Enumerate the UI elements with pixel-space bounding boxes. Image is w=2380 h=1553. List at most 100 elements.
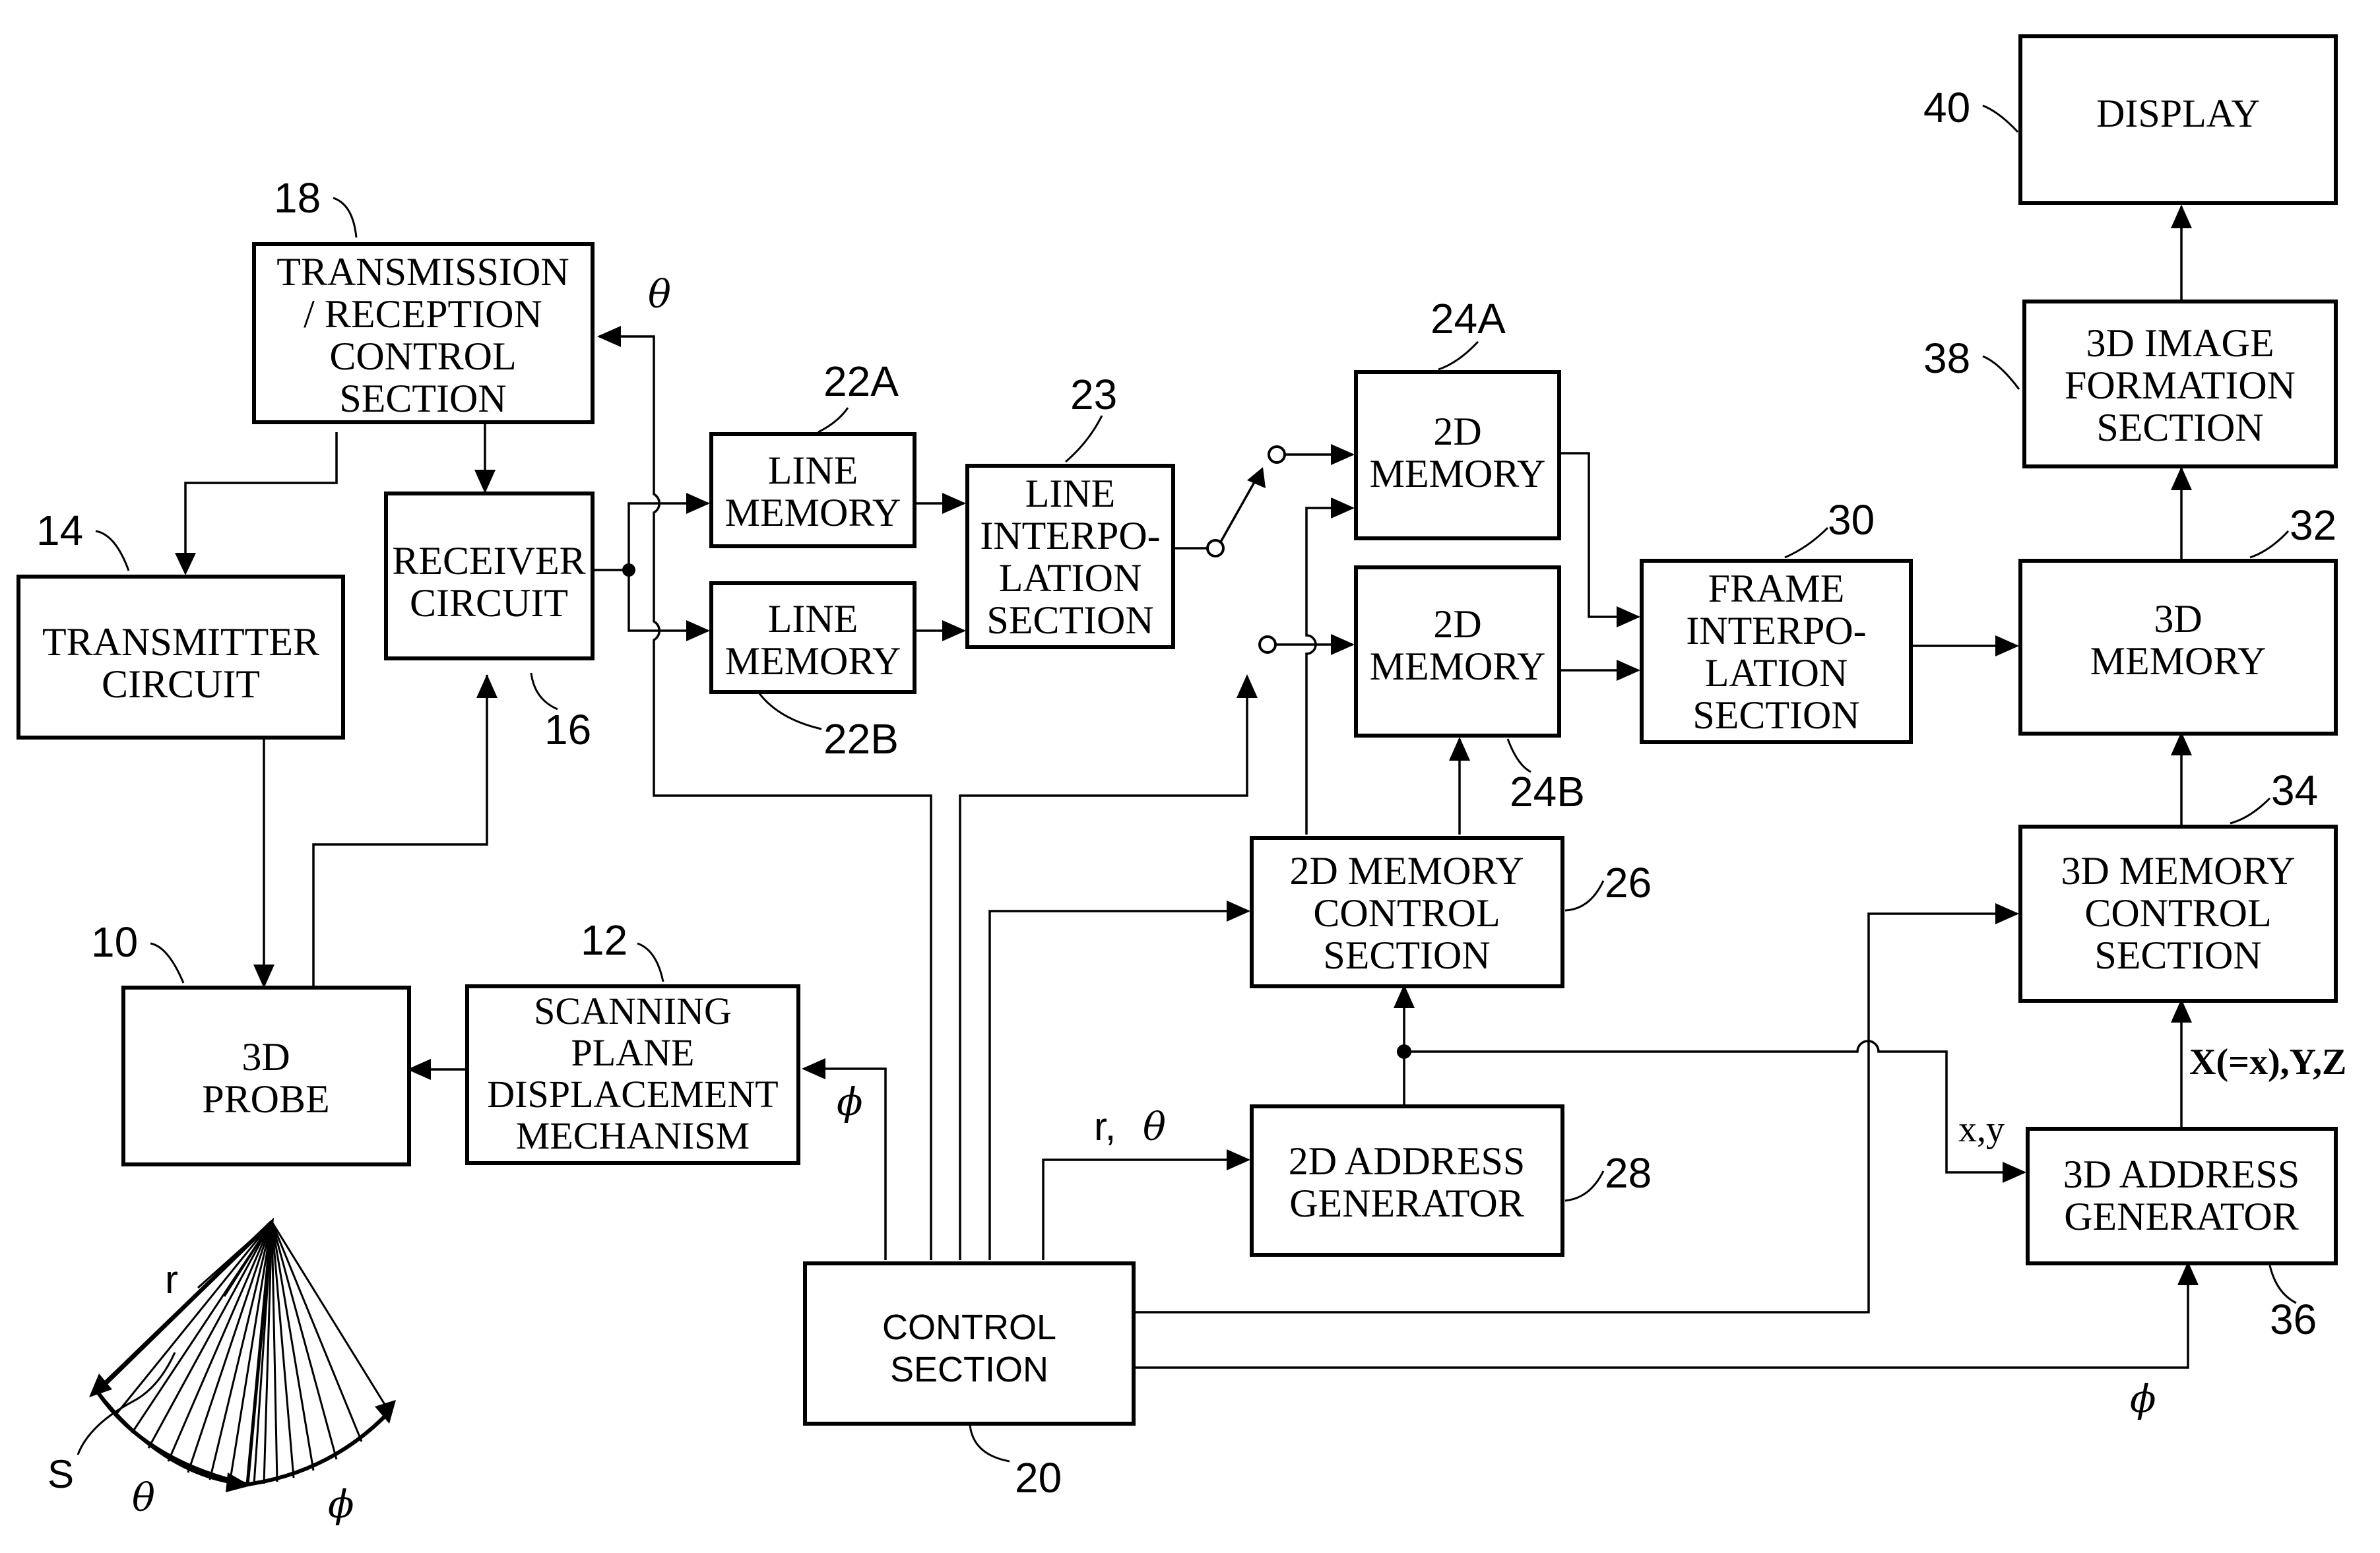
ref-display: 40 xyxy=(1923,84,1970,131)
arrow-switch-control xyxy=(1237,674,1258,698)
leader-24b xyxy=(1508,739,1531,772)
scanning-line-3: DISPLACEMENT xyxy=(487,1073,778,1116)
svg-text:FRAMEINTERPO-LATIONSECTION: FRAMEINTERPO-LATIONSECTION xyxy=(1686,567,1866,737)
arrow-line-interp-b xyxy=(942,620,966,641)
line-mem-b-line-1: LINE xyxy=(768,597,858,641)
line-mem-a-line-2: MEMORY xyxy=(725,491,901,534)
mem2d-a-line-2: MEMORY xyxy=(1370,452,1546,495)
arrow-probe xyxy=(253,965,274,988)
svg-text:DISPLAY: DISPLAY xyxy=(2096,92,2260,135)
wire-control-to-3d-addr xyxy=(1134,1263,2188,1368)
txrx-line-4: SECTION xyxy=(339,377,506,420)
leader-14 xyxy=(96,531,129,571)
mem3d-ctrl-line-2: CONTROL xyxy=(2084,891,2271,935)
block-display: DISPLAY xyxy=(2020,36,2336,203)
block-3d-mem: 3DMEMORY xyxy=(2020,561,2336,734)
inset-theta-label: θ xyxy=(132,1475,155,1520)
mem3d-line-1: 3D xyxy=(2154,597,2202,641)
ref-control: 20 xyxy=(1015,1454,1062,1502)
junction-receiver xyxy=(622,563,635,577)
signal-xy: x,y xyxy=(1958,1109,2005,1150)
addr3d-line-2: GENERATOR xyxy=(2064,1195,2299,1238)
block-receiver: RECEIVERCIRCUIT xyxy=(386,493,593,658)
signal-phi-bottom: ϕ xyxy=(2130,1376,2156,1421)
signal-theta-2d: θ xyxy=(1143,1104,1166,1149)
block-scanning: SCANNINGPLANEDISPLACEMENTMECHANISM xyxy=(467,986,798,1163)
block-txrx-control: TRANSMISSION/ RECEPTIONCONTROLSECTION xyxy=(254,244,593,422)
frame-interp-line-3: LATION xyxy=(1705,651,1848,695)
mem3d-line-2: MEMORY xyxy=(2090,639,2267,683)
switch-contact-b xyxy=(1260,637,1275,652)
arrow-line-interp-a xyxy=(942,493,966,514)
arrow-2d-mem-a-in xyxy=(1331,444,1355,465)
ref-txrx-control: 18 xyxy=(274,174,321,222)
line-interp-line-2: INTERPO- xyxy=(980,514,1160,557)
wire-control-to-2d-mem-ctrl xyxy=(990,911,1248,1260)
leader-32 xyxy=(2250,531,2288,557)
ref-receiver: 16 xyxy=(544,706,591,753)
arrow-3d-ctrl-in xyxy=(1995,903,2019,924)
arrow-frame-a xyxy=(1617,606,1640,627)
leader-26 xyxy=(1565,881,1603,910)
leader-30 xyxy=(1785,528,1828,557)
s-leader xyxy=(78,1352,175,1455)
arrow-txrx-theta xyxy=(597,326,621,347)
block-line-interp: LINEINTERPO-LATIONSECTION xyxy=(967,466,1173,647)
r-edge xyxy=(96,1222,272,1392)
leader-40 xyxy=(1983,106,2018,132)
arrow-display-up xyxy=(2171,205,2192,228)
ref-frame-interp: 30 xyxy=(1828,496,1875,544)
ref-2d-mem-a: 24A xyxy=(1431,295,1506,342)
inset-phi-label: ϕ xyxy=(328,1482,354,1527)
frame-interp-line-1: FRAME xyxy=(1708,567,1845,610)
transmitter-line-2: CIRCUIT xyxy=(102,662,260,706)
wire-control-to-switch xyxy=(960,676,1247,1260)
mem2d-b-line-2: MEMORY xyxy=(1370,645,1546,688)
block-2d-mem-b: 2DMEMORY xyxy=(1356,567,1559,736)
mem2d-ctrl-line-2: CONTROL xyxy=(1313,891,1500,935)
leader-12 xyxy=(637,943,663,982)
block-probe: 3DPROBE xyxy=(123,988,409,1164)
leader-16 xyxy=(531,673,558,709)
image3d-line-1: 3D IMAGE xyxy=(2086,321,2274,365)
arrow-image-up xyxy=(2171,466,2192,490)
arrow-2d-mem-b-up xyxy=(1449,737,1470,761)
mem3d-ctrl-line-3: SECTION xyxy=(2094,934,2261,977)
transmitter-line-1: TRANSMITTER xyxy=(42,620,319,664)
block-control: CONTROLSECTION xyxy=(805,1263,1134,1424)
frame-interp-line-2: INTERPO- xyxy=(1686,609,1866,652)
ref-2d-mem-b: 24B xyxy=(1510,768,1585,815)
block-3d-addr: 3D ADDRESSGENERATOR xyxy=(2028,1129,2336,1263)
frame-interp-line-4: SECTION xyxy=(1692,693,1859,737)
ref-transmitter: 14 xyxy=(36,507,83,554)
ref-3d-image: 38 xyxy=(1923,334,1970,382)
block-frame-interp: FRAMEINTERPO-LATIONSECTION xyxy=(1642,561,1911,742)
leader-34 xyxy=(2230,798,2270,823)
display-line-1: DISPLAY xyxy=(2096,92,2260,135)
image3d-line-3: SECTION xyxy=(2096,406,2263,449)
svg-text:3D MEMORYCONTROLSECTION: 3D MEMORYCONTROLSECTION xyxy=(2061,849,2295,977)
arrow-receiver-top xyxy=(474,470,496,493)
arrow-transmitter xyxy=(175,553,196,575)
switch-pivot xyxy=(1207,540,1223,556)
mem2d-a-line-1: 2D xyxy=(1433,410,1481,453)
ref-line-mem-b: 22B xyxy=(823,715,899,763)
leader-22b xyxy=(759,693,821,729)
wire-to-line-mem-a xyxy=(629,503,708,570)
line-mem-a-line-1: LINE xyxy=(768,449,858,492)
inset-r-label: r xyxy=(165,1257,178,1302)
image3d-line-2: FORMATION xyxy=(2065,364,2296,407)
line-interp-line-4: SECTION xyxy=(986,598,1153,642)
ref-2d-mem-ctrl: 26 xyxy=(1605,859,1652,906)
ref-probe: 10 xyxy=(91,918,138,966)
ref-line-mem-a: 22A xyxy=(823,358,899,405)
svg-text:3D IMAGEFORMATIONSECTION: 3D IMAGEFORMATIONSECTION xyxy=(2065,321,2296,449)
arrow-3d-mem-in xyxy=(1995,635,2019,656)
phi-arrowhead xyxy=(375,1400,396,1424)
signal-r: r, xyxy=(1094,1104,1116,1149)
arrow-2d-addr xyxy=(1227,1149,1250,1170)
arrow-scanning xyxy=(802,1058,825,1079)
control-line-1: CONTROL xyxy=(882,1308,1056,1347)
svg-text:3D ADDRESSGENERATOR: 3D ADDRESSGENERATOR xyxy=(2063,1153,2300,1238)
